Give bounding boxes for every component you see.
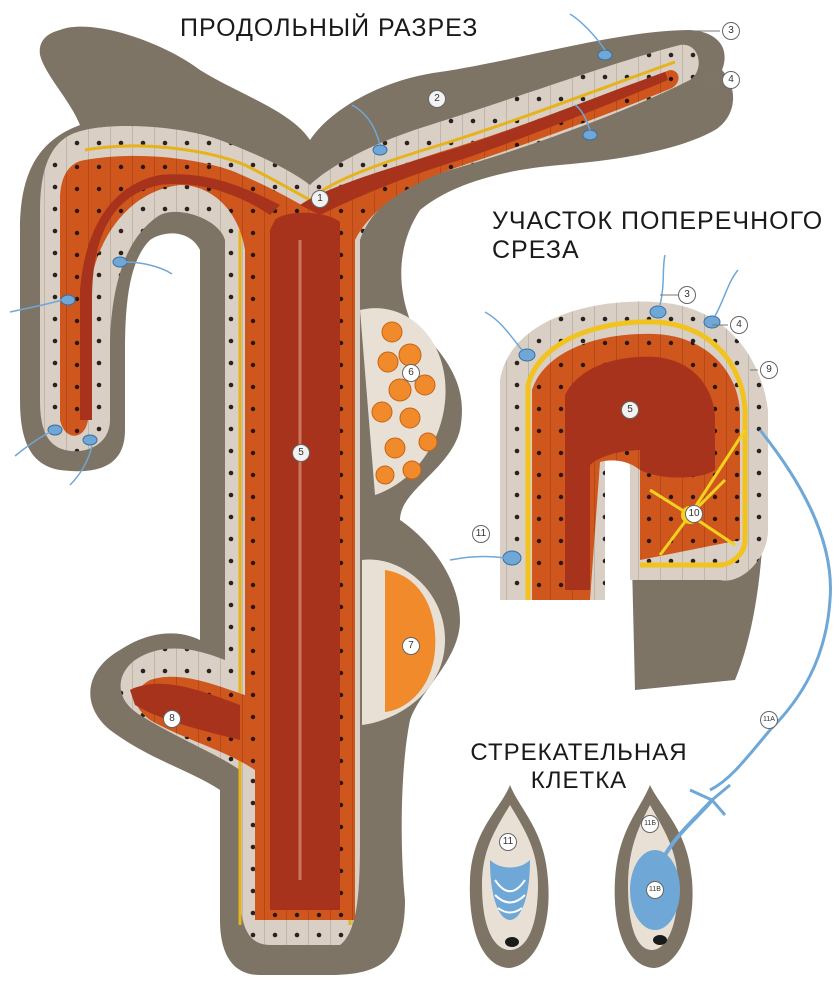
cavity-highlight [299,240,300,880]
heading-cnidocyte-line1: СТРЕКАТЕЛЬНАЯ [464,739,694,767]
heading-cross-section: УЧАСТОК ПОПЕРЕЧНОГО СРЕЗА [492,207,823,265]
callout-cross-cnidocyte: 11 [472,525,490,543]
callout-cross-mesoglea: 4 [730,316,748,334]
heading-cnidocyte: СТРЕКАТЕЛЬНАЯ КЛЕТКА [464,739,694,794]
callout-cross-ectoderm: 3 [678,286,696,304]
callout-nerve-cell: 10 [685,505,703,523]
cross-section [450,255,830,790]
cnidocyte-resting [470,785,549,968]
callout-ectoderm: 3 [722,22,740,40]
callout-bud: 8 [163,710,181,728]
callout-testis: 7 [402,637,420,655]
callout-mouth: 1 [311,190,329,208]
callout-cnidocyte: 11 [499,833,517,851]
callout-cnidocil: 11Б [641,815,659,833]
heading-cross-line2: СРЕЗА [492,236,823,265]
heading-longitudinal-section: ПРОДОЛЬНЫЙ РАЗРЕЗ [180,14,478,43]
callout-cross-cavity: 5 [621,401,639,419]
cnidocyte-discharged [615,785,730,968]
gastrovascular-cavity [270,213,340,910]
heading-cnidocyte-line2: КЛЕТКА [464,767,694,795]
callout-ovary: 6 [402,364,420,382]
heading-cross-line1: УЧАСТОК ПОПЕРЕЧНОГО [492,207,823,236]
callout-cross-endoderm: 9 [760,361,778,379]
callout-capsule: 11В [646,881,664,899]
callout-thread: 11A [760,711,778,729]
callout-cavity: 5 [292,444,310,462]
longitudinal-section [10,14,733,975]
callout-hypostome: 2 [428,90,446,108]
callout-mesoglea: 4 [722,71,740,89]
